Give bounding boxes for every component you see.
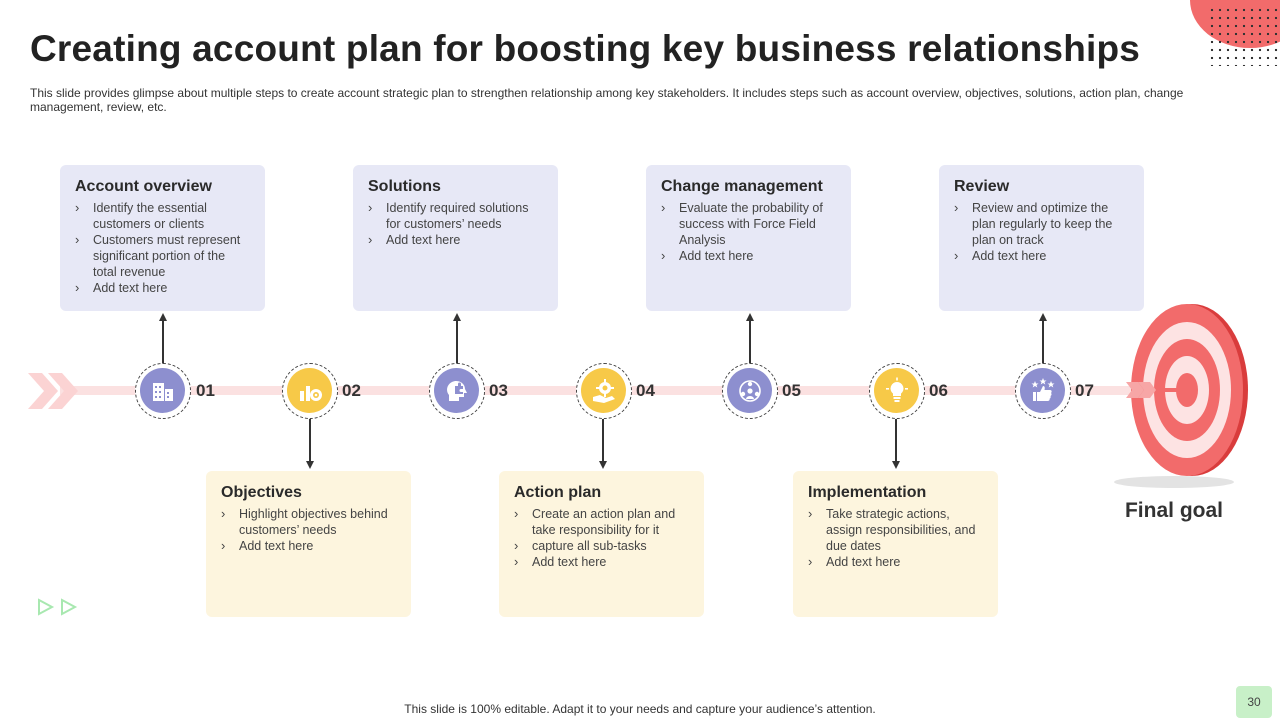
bullet-item: Add text here bbox=[75, 280, 251, 296]
card-title: Objectives bbox=[221, 484, 302, 501]
corner-decoration bbox=[1190, 0, 1280, 70]
bullet-item: Add text here bbox=[514, 554, 690, 570]
card-review: Review Review and optimize the plan regu… bbox=[939, 165, 1144, 311]
thumbs-up-stars-icon bbox=[1020, 368, 1065, 413]
card-title: Account overview bbox=[75, 178, 212, 195]
card-title: Change management bbox=[661, 178, 823, 195]
bullet-item: Create an action plan and take responsib… bbox=[514, 506, 690, 538]
card-change-management: Change management Evaluate the probabili… bbox=[646, 165, 851, 311]
card-title: Action plan bbox=[514, 484, 602, 501]
card-title: Implementation bbox=[808, 484, 927, 501]
card-title: Solutions bbox=[368, 178, 441, 195]
final-goal-label: Final goal bbox=[1124, 499, 1223, 522]
step-06-circle bbox=[869, 363, 925, 419]
chart-target-icon bbox=[287, 368, 332, 413]
bullet-item: Review and optimize the plan regularly t… bbox=[954, 200, 1130, 248]
dot-pattern bbox=[1208, 6, 1280, 66]
step-01-circle bbox=[135, 363, 191, 419]
bullet-item: Evaluate the probability of success with… bbox=[661, 200, 837, 248]
bullet-list: Highlight objectives behind customers’ n… bbox=[221, 506, 397, 554]
step-02-circle bbox=[282, 363, 338, 419]
step-03-circle bbox=[429, 363, 485, 419]
bullet-item: Customers must represent significant por… bbox=[75, 232, 251, 280]
step-number: 06 bbox=[929, 381, 948, 400]
step-number: 02 bbox=[342, 381, 361, 400]
arrow-up-icon bbox=[452, 313, 461, 321]
bullet-item: Identify the essential customers or clie… bbox=[75, 200, 251, 232]
arrow-up-icon bbox=[745, 313, 754, 321]
connector-line bbox=[749, 320, 751, 363]
step-05-circle bbox=[722, 363, 778, 419]
bullet-item: Add text here bbox=[368, 232, 544, 248]
bullet-list: Create an action plan and take responsib… bbox=[514, 506, 690, 570]
bullet-item: Add text here bbox=[661, 248, 837, 264]
bullet-item: Take strategic actions, assign responsib… bbox=[808, 506, 984, 554]
step-07-circle bbox=[1015, 363, 1071, 419]
arrow-down-icon bbox=[598, 461, 607, 469]
bullet-item: capture all sub-tasks bbox=[514, 538, 690, 554]
bullet-list: Evaluate the probability of success with… bbox=[661, 200, 837, 264]
step-number: 04 bbox=[636, 381, 655, 400]
head-puzzle-icon bbox=[434, 368, 479, 413]
connector-line bbox=[309, 419, 311, 462]
slide-subtitle: This slide provides glimpse about multip… bbox=[30, 86, 1184, 114]
step-number: 01 bbox=[196, 381, 215, 400]
bullet-item: Identify required solutions for customer… bbox=[368, 200, 544, 232]
connector-line bbox=[1042, 320, 1044, 363]
step-number: 03 bbox=[489, 381, 508, 400]
card-title: Review bbox=[954, 178, 1010, 195]
bullet-item: Add text here bbox=[221, 538, 397, 554]
slide-title: Creating account plan for boosting key b… bbox=[30, 28, 1141, 69]
bullet-list: Take strategic actions, assign responsib… bbox=[808, 506, 984, 570]
card-account-overview: Account overview Identify the essential … bbox=[60, 165, 265, 311]
bullet-item: Highlight objectives behind customers’ n… bbox=[221, 506, 397, 538]
people-network-icon bbox=[727, 368, 772, 413]
footer-note: This slide is 100% editable. Adapt it to… bbox=[404, 702, 876, 716]
bullet-list: Review and optimize the plan regularly t… bbox=[954, 200, 1130, 264]
bullet-list: Identify the essential customers or clie… bbox=[75, 200, 251, 296]
step-04-circle bbox=[576, 363, 632, 419]
card-solutions: Solutions Identify required solutions fo… bbox=[353, 165, 558, 311]
lightbulb-icon bbox=[874, 368, 919, 413]
bullet-list: Identify required solutions for customer… bbox=[368, 200, 544, 248]
card-objectives: Objectives Highlight objectives behind c… bbox=[206, 471, 411, 617]
bullet-item: Add text here bbox=[808, 554, 984, 570]
connector-line bbox=[456, 320, 458, 363]
arrow-up-icon bbox=[1038, 313, 1047, 321]
card-action-plan: Action plan Create an action plan and ta… bbox=[499, 471, 704, 617]
arrow-tail-icon bbox=[28, 373, 78, 409]
target-icon bbox=[1114, 304, 1248, 488]
step-number: 05 bbox=[782, 381, 801, 400]
arrow-up-icon bbox=[158, 313, 167, 321]
arrow-down-icon bbox=[305, 461, 314, 469]
card-implementation: Implementation Take strategic actions, a… bbox=[793, 471, 998, 617]
play-icons[interactable] bbox=[36, 598, 80, 616]
bullet-item: Add text here bbox=[954, 248, 1130, 264]
page-number-badge: 30 bbox=[1236, 686, 1272, 718]
gear-hand-icon bbox=[581, 368, 626, 413]
connector-line bbox=[602, 419, 604, 462]
connector-line bbox=[162, 320, 164, 363]
arrow-down-icon bbox=[891, 461, 900, 469]
connector-line bbox=[895, 419, 897, 462]
step-number: 07 bbox=[1075, 381, 1094, 400]
building-icon bbox=[140, 368, 185, 413]
